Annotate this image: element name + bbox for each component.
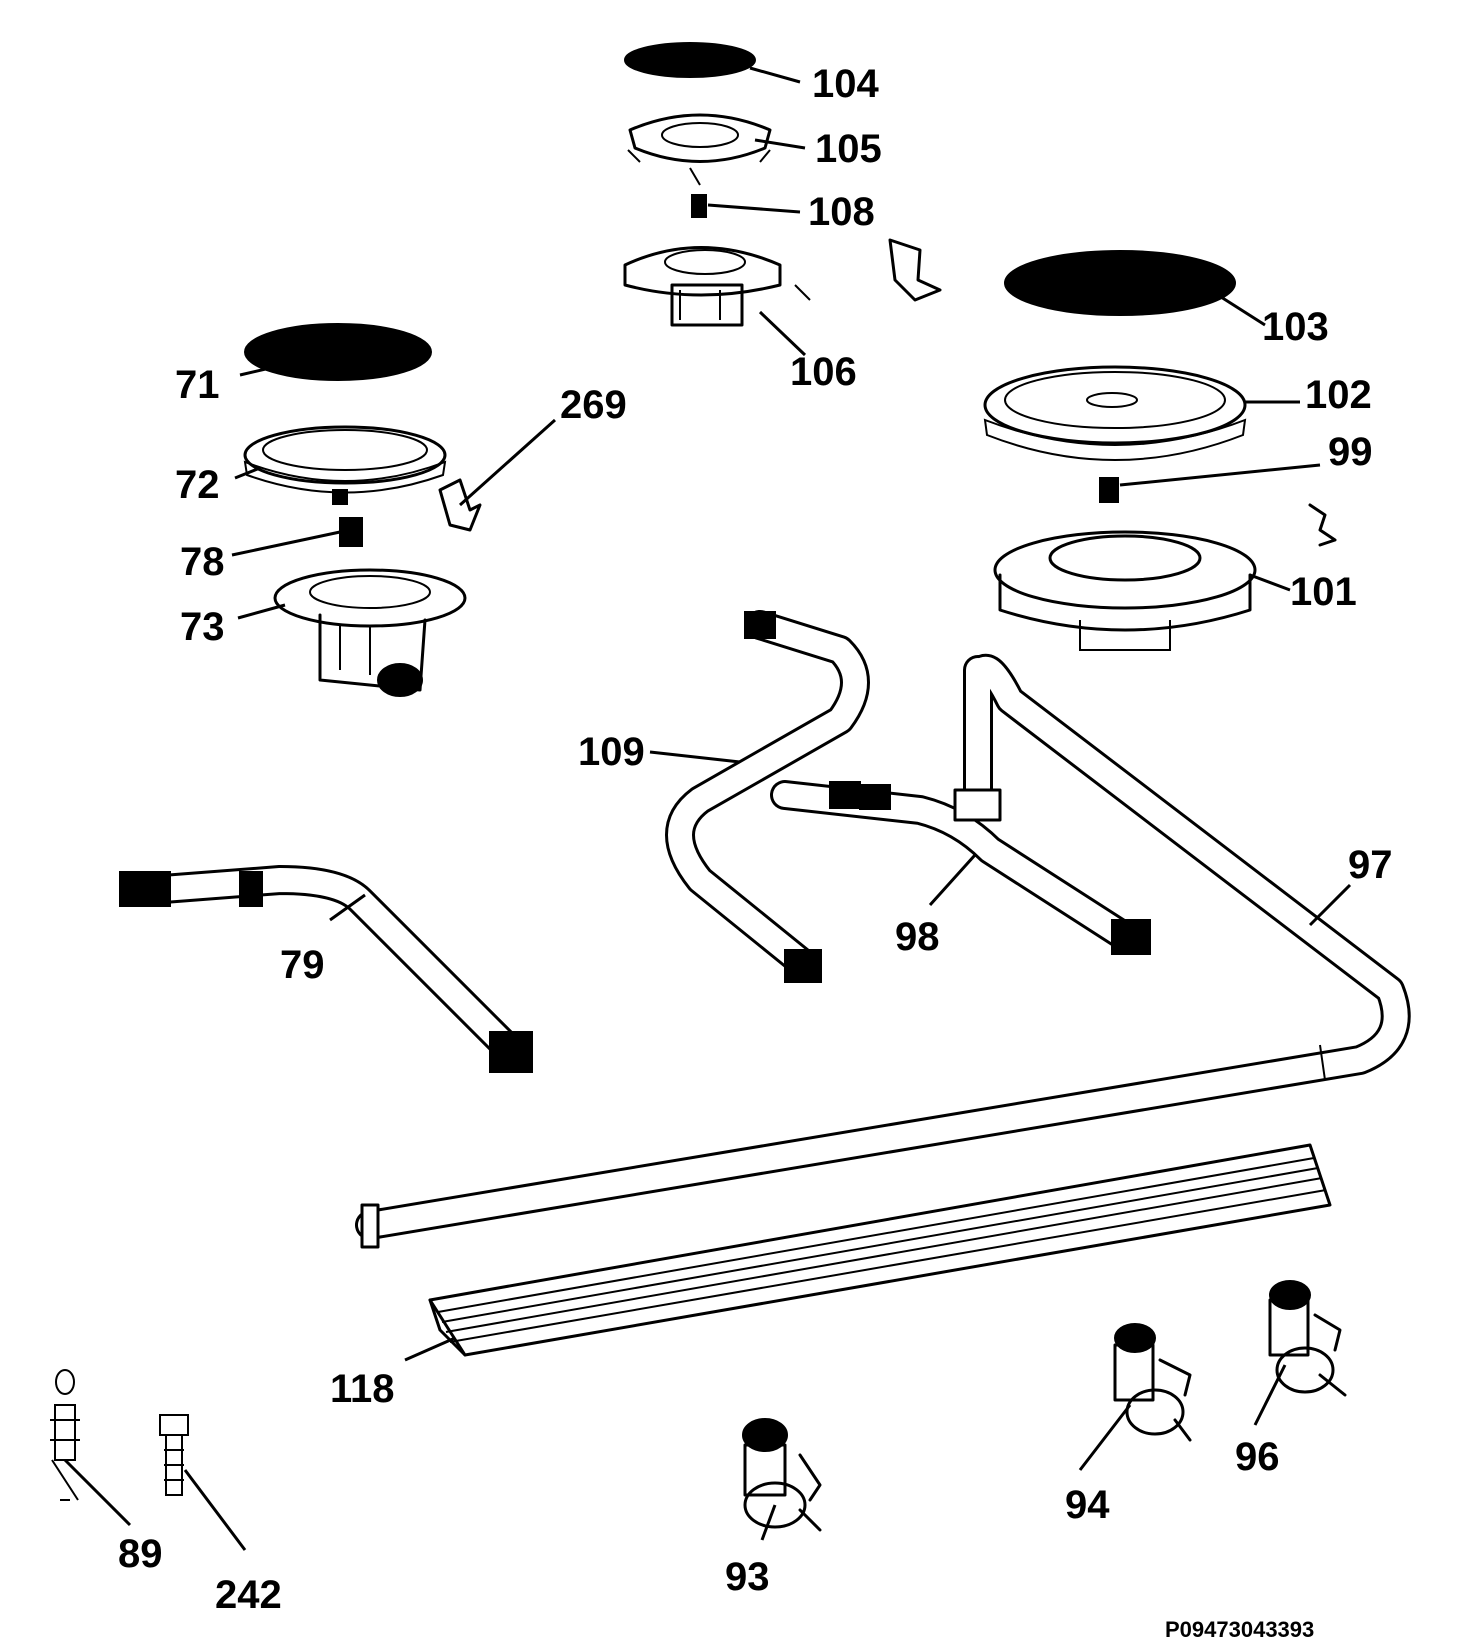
- part-98-gas-tube[interactable]: [770, 780, 1151, 955]
- callout-98: 98: [895, 915, 940, 959]
- part-78-injector[interactable]: [339, 517, 363, 547]
- part-94-gas-tap[interactable]: [1113, 1323, 1192, 1442]
- part-79-gas-tube[interactable]: [119, 865, 533, 1073]
- callout-78: 78: [180, 540, 225, 584]
- part-89-tap-spindle[interactable]: [50, 1369, 80, 1501]
- callout-103: 103: [1262, 305, 1329, 349]
- callout-109: 109: [578, 730, 645, 774]
- part-99-injector[interactable]: [1099, 477, 1119, 503]
- callout-73: 73: [180, 605, 225, 649]
- ignition-clip-top[interactable]: [888, 238, 942, 302]
- part-105-flame-spreader[interactable]: [627, 113, 772, 186]
- callout-106: 106: [790, 350, 857, 394]
- part-97-gas-manifold[interactable]: [355, 653, 1411, 1249]
- ignition-clip-right[interactable]: [1308, 503, 1337, 547]
- part-102-flame-spreader[interactable]: [983, 365, 1247, 461]
- callout-89: 89: [118, 1532, 163, 1576]
- callout-104: 104: [812, 62, 879, 106]
- part-96-gas-tap[interactable]: [1268, 1280, 1347, 1397]
- callout-242: 242: [215, 1573, 282, 1617]
- callout-105: 105: [815, 127, 882, 171]
- part-101-burner-base[interactable]: [993, 530, 1257, 651]
- callout-118: 118: [330, 1367, 395, 1411]
- callout-72: 72: [175, 463, 220, 507]
- callout-labels: 104 105 108 106 103 102 99 101 71 72 78 …: [118, 62, 1393, 1617]
- part-109-gas-tube[interactable]: [665, 610, 870, 983]
- part-72-flame-spreader[interactable]: [243, 425, 447, 505]
- part-73-burner-base[interactable]: [273, 568, 467, 697]
- part-104-burner-cap[interactable]: [624, 42, 756, 78]
- callout-97: 97: [1348, 843, 1393, 887]
- callout-102: 102: [1305, 373, 1372, 417]
- part-269-ignition-clip[interactable]: [438, 478, 482, 532]
- callout-269: 269: [560, 383, 627, 427]
- part-103-burner-cap[interactable]: [1004, 250, 1236, 316]
- part-93-gas-tap[interactable]: [742, 1418, 822, 1532]
- callout-108: 108: [808, 190, 875, 234]
- callout-99: 99: [1328, 430, 1373, 474]
- part-108-injector[interactable]: [691, 194, 707, 218]
- callout-93: 93: [725, 1555, 770, 1599]
- callout-79: 79: [280, 943, 325, 987]
- callout-101: 101: [1290, 570, 1357, 614]
- callout-94: 94: [1065, 1483, 1110, 1527]
- callout-71: 71: [175, 363, 220, 407]
- part-242-screw[interactable]: [159, 1414, 189, 1496]
- leader-lines: [63, 66, 1352, 1551]
- callout-96: 96: [1235, 1435, 1280, 1479]
- part-106-burner-base[interactable]: [623, 246, 811, 327]
- part-118-front-bar[interactable]: [428, 1143, 1332, 1357]
- part-71-burner-cap[interactable]: [244, 323, 432, 381]
- document-id: P09473043393: [1165, 1617, 1314, 1642]
